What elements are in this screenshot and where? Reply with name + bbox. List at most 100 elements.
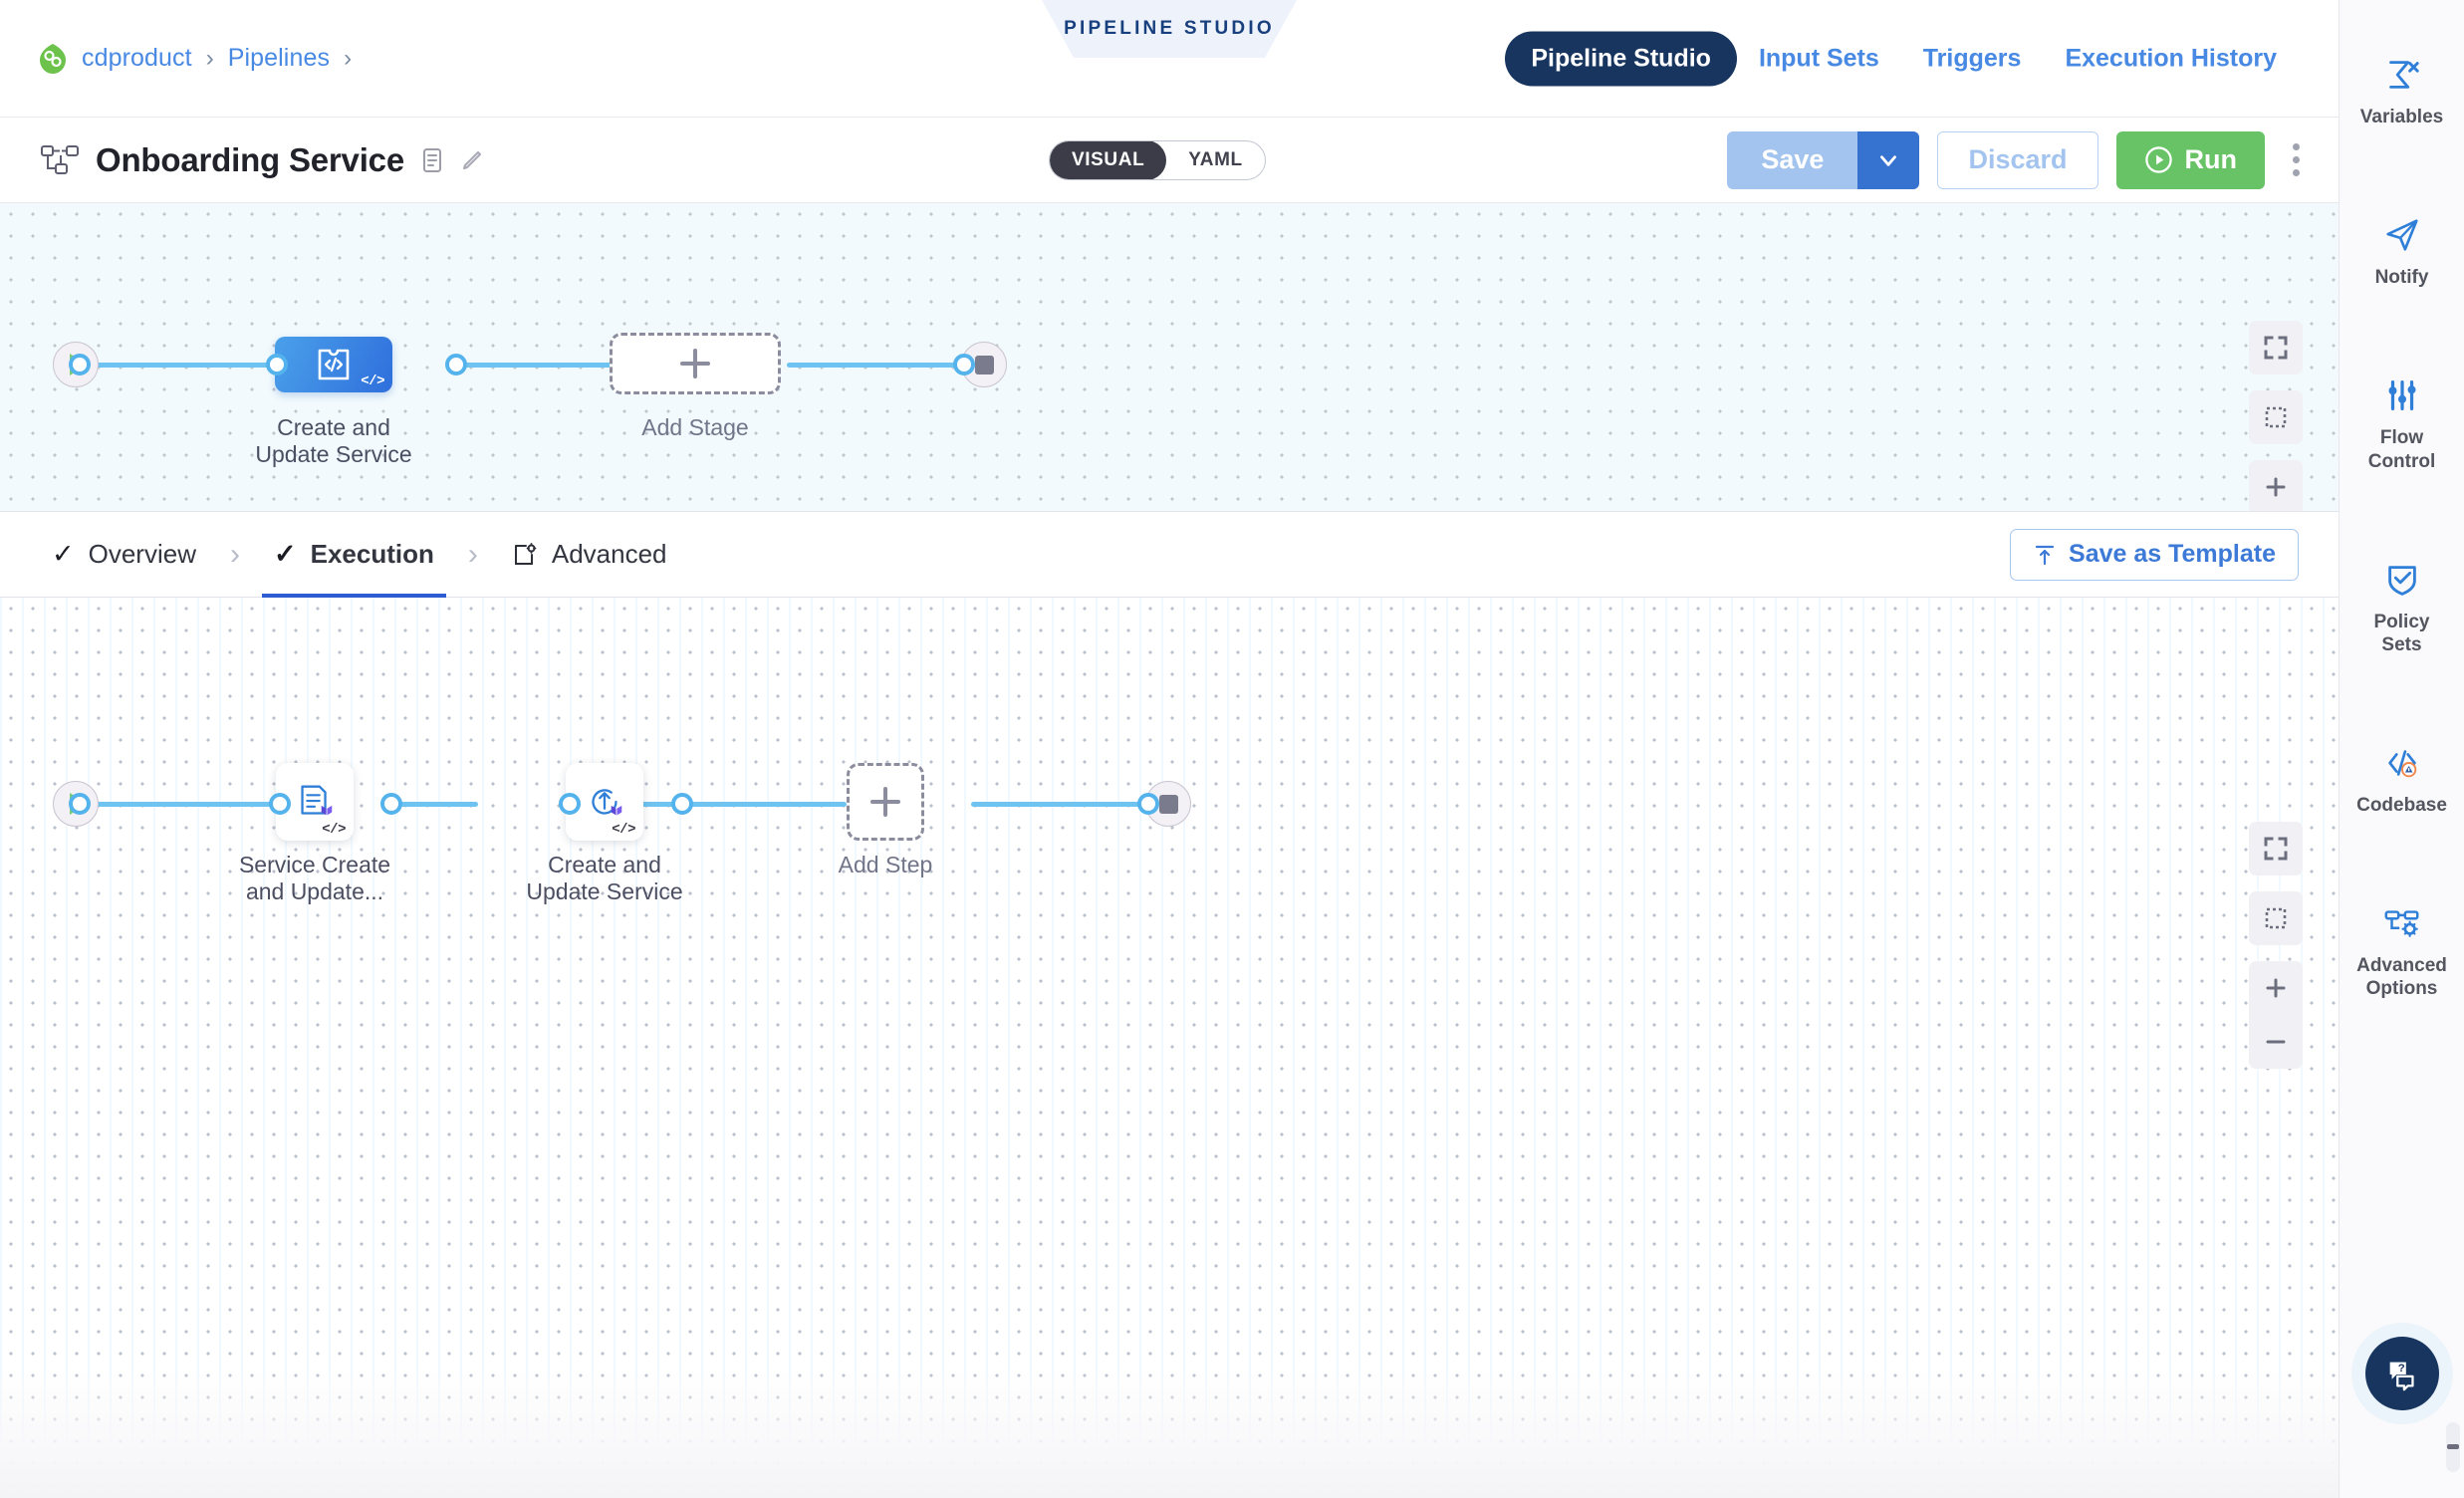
step-anchor-start bbox=[69, 793, 91, 815]
canvas-bottom-fade bbox=[0, 1369, 2339, 1498]
play-circle-icon bbox=[2144, 145, 2173, 174]
custom-stage-icon bbox=[318, 349, 350, 380]
step-anchor-end bbox=[1137, 793, 1159, 815]
stage-anchor-out bbox=[445, 354, 467, 375]
stage-canvas[interactable]: </> Create and Update Service Add Stage bbox=[0, 203, 2339, 512]
terraform-apply-icon bbox=[592, 789, 622, 816]
check-icon: ✓ bbox=[52, 539, 75, 569]
pipeline-studio-banner: PIPELINE STUDIO bbox=[1042, 0, 1297, 58]
step-edge-4 bbox=[971, 802, 1150, 807]
rail-item-advanced-options[interactable]: Advanced Options bbox=[2340, 882, 2464, 1020]
rail-item-codebase[interactable]: Codebase bbox=[2340, 722, 2464, 837]
help-chat-icon[interactable]: ? bbox=[2364, 1337, 2439, 1410]
stage-canvas-controls bbox=[2249, 321, 2303, 511]
stage-edge-2 bbox=[453, 363, 617, 368]
zoom-in-icon[interactable] bbox=[2249, 460, 2303, 511]
title-group: Onboarding Service bbox=[0, 141, 484, 179]
main-column: cdproduct › Pipelines › PIPELINE STUDIO … bbox=[0, 0, 2339, 1498]
stage-edge-1 bbox=[72, 363, 286, 368]
rail-item-variables[interactable]: Variables bbox=[2340, 34, 2464, 148]
stage-code-badge: </> bbox=[361, 374, 384, 389]
rail-label-flow-control: Flow Control bbox=[2368, 426, 2436, 472]
nav-tab-input-sets[interactable]: Input Sets bbox=[1758, 44, 1879, 72]
tab-execution[interactable]: ✓ Execution bbox=[261, 512, 446, 598]
rail-item-policy-sets[interactable]: Policy Sets bbox=[2340, 539, 2464, 676]
zoom-controls bbox=[2249, 460, 2303, 511]
title-actions: Save Discard Run bbox=[1727, 130, 2309, 189]
stage-label-line2: Update Service bbox=[255, 440, 412, 467]
plus-icon bbox=[677, 346, 713, 381]
tab-advanced[interactable]: Advanced bbox=[500, 512, 679, 598]
step-canvas-controls bbox=[2249, 822, 2303, 1069]
rail-label-policy-line1: Policy bbox=[2373, 611, 2430, 632]
add-step-label: Add Step bbox=[838, 852, 933, 877]
harness-leaf-icon bbox=[38, 43, 68, 75]
visual-yaml-toggle[interactable]: VISUAL YAML bbox=[1049, 139, 1266, 180]
fit-screen-icon[interactable] bbox=[2249, 822, 2303, 875]
step-2-label-line1: Create and bbox=[548, 852, 661, 877]
selection-box-icon[interactable] bbox=[2249, 891, 2303, 945]
right-rail: Variables Notify Flow bbox=[2339, 0, 2464, 1498]
breadcrumb-item-pipelines[interactable]: Pipelines bbox=[227, 44, 331, 72]
save-button[interactable]: Save bbox=[1727, 130, 1858, 189]
stage-node-create-and-update-service[interactable]: </> bbox=[275, 337, 392, 392]
add-stage-label: Add Stage bbox=[641, 414, 749, 440]
fit-screen-icon[interactable] bbox=[2249, 321, 2303, 374]
step-2-label-line2: Update Service bbox=[526, 877, 683, 904]
svg-text:?: ? bbox=[2397, 1363, 2404, 1374]
stage-anchor-start bbox=[69, 354, 91, 375]
stage-tab-strip: ✓ Overview › ✓ Execution › Advanced bbox=[0, 512, 2339, 598]
save-as-template-label: Save as Template bbox=[2069, 540, 2276, 568]
execution-step-canvas[interactable]: </> Service Create and Update... </> bbox=[0, 598, 2339, 1498]
add-stage-button[interactable] bbox=[610, 333, 781, 394]
save-dropdown-chevron-down-icon[interactable] bbox=[1857, 130, 1920, 189]
pipeline-hierarchy-icon bbox=[40, 143, 80, 177]
nav-tab-triggers[interactable]: Triggers bbox=[1922, 44, 2022, 72]
rail-label-policy-line2: Sets bbox=[2381, 633, 2422, 655]
nav-tab-execution-history[interactable]: Execution History bbox=[2065, 44, 2277, 72]
breadcrumb: cdproduct › Pipelines › bbox=[0, 43, 352, 75]
rail-label-flow-line1: Flow bbox=[2379, 427, 2424, 449]
rail-label-flow-line2: Control bbox=[2367, 450, 2436, 472]
zoom-in-icon[interactable] bbox=[2249, 961, 2303, 1015]
rail-item-notify[interactable]: Notify bbox=[2340, 194, 2464, 309]
code-warning-icon bbox=[2381, 742, 2423, 784]
breadcrumb-item-account[interactable]: cdproduct bbox=[82, 44, 192, 72]
step-1-label-line2: and Update... bbox=[245, 877, 384, 904]
template-upload-icon bbox=[2033, 543, 2057, 567]
run-button[interactable]: Run bbox=[2115, 130, 2265, 189]
discard-button[interactable]: Discard bbox=[1937, 130, 2098, 189]
tab-separator-2: › bbox=[467, 537, 478, 571]
sliders-icon bbox=[2381, 374, 2423, 416]
top-nav: Pipeline Studio Input Sets Triggers Exec… bbox=[1505, 31, 2299, 86]
tab-overview-label: Overview bbox=[88, 539, 196, 569]
step-anchor-2-in bbox=[559, 793, 581, 815]
advanced-gear-icon bbox=[512, 542, 538, 568]
terraform-plan-icon bbox=[301, 785, 333, 816]
check-icon: ✓ bbox=[273, 539, 297, 569]
tab-overview[interactable]: ✓ Overview bbox=[40, 512, 208, 598]
step-node-2-label: Create and Update Service bbox=[475, 852, 734, 905]
rail-label-advanced-line2: Options bbox=[2365, 978, 2438, 1000]
add-step-button[interactable] bbox=[847, 763, 924, 841]
rail-scrollbar[interactable] bbox=[2446, 1422, 2460, 1472]
nav-tab-pipeline-studio[interactable]: Pipeline Studio bbox=[1505, 31, 1737, 86]
toggle-option-yaml[interactable]: YAML bbox=[1188, 148, 1243, 170]
pencil-edit-icon[interactable] bbox=[460, 147, 484, 173]
selection-box-icon[interactable] bbox=[2249, 390, 2303, 444]
description-icon[interactable] bbox=[420, 147, 444, 173]
zoom-out-icon[interactable] bbox=[2249, 1015, 2303, 1069]
rail-item-flow-control[interactable]: Flow Control bbox=[2340, 355, 2464, 492]
rail-label-notify: Notify bbox=[2374, 267, 2429, 289]
plus-icon bbox=[867, 784, 903, 820]
step-anchor-2-out bbox=[671, 793, 693, 815]
pipeline-studio-banner-label: PIPELINE STUDIO bbox=[1064, 18, 1275, 39]
kebab-menu-icon[interactable] bbox=[2283, 131, 2309, 189]
save-button-group: Save bbox=[1727, 130, 1920, 189]
stop-icon bbox=[974, 355, 994, 374]
sigma-variables-icon bbox=[2381, 54, 2423, 96]
toggle-option-visual[interactable]: VISUAL bbox=[1050, 140, 1167, 179]
stage-anchor-end bbox=[953, 354, 975, 375]
rail-label-advanced-line1: Advanced bbox=[2356, 955, 2447, 977]
save-as-template-button[interactable]: Save as Template bbox=[2010, 528, 2299, 581]
